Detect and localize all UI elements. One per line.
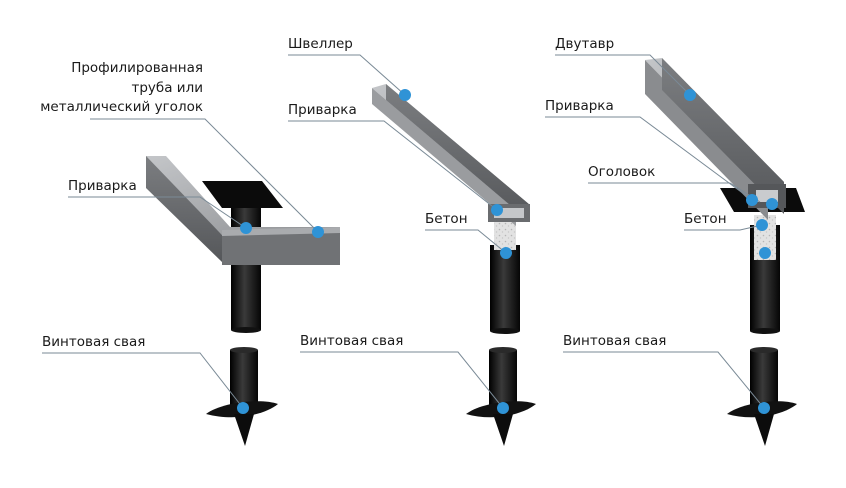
leader-right-weld [545, 116, 753, 201]
label-middle-concrete: Бетон [425, 211, 468, 227]
label-middle-pile: Винтовая свая [300, 333, 404, 349]
left-beam-side-rear [146, 156, 222, 262]
leader-channel [288, 54, 406, 96]
middle-channel-end-inner [494, 208, 524, 218]
leader-right-concrete [684, 224, 763, 231]
label-profile-line3: металлический уголок [40, 99, 203, 115]
label-left-pile: Винтовая свая [42, 334, 146, 350]
leader-middle-concrete [425, 229, 507, 254]
label-profile-line2: труба или [131, 80, 204, 96]
middle-channel-web [372, 88, 516, 226]
label-left-weld: Приварка [68, 178, 137, 194]
left-pile-shaft-bottom [231, 327, 261, 333]
leader-left-pile [42, 352, 244, 409]
left-beam-front [222, 231, 340, 265]
dot-right-weld [746, 194, 758, 206]
leader-lines [42, 54, 765, 409]
middle-assembly [372, 84, 536, 446]
middle-screw-tip [493, 414, 513, 446]
middle-screw-pile-body [489, 350, 517, 410]
dot-channel [399, 89, 411, 101]
leader-middle-weld [288, 120, 498, 211]
leader-right-pile [563, 351, 765, 409]
right-assembly [645, 58, 805, 446]
dot-ibeam [684, 89, 696, 101]
right-screw-tip [754, 414, 774, 446]
left-screw-pile-top [230, 347, 258, 353]
left-screw-pile-body [230, 350, 258, 410]
leader-profile [90, 118, 319, 233]
middle-screw-pile-top [489, 347, 517, 353]
dot-left-weld [240, 222, 252, 234]
label-ibeam: Двутавр [555, 36, 615, 52]
dot-middle-pile [497, 402, 509, 414]
left-head-plate [202, 181, 283, 208]
right-screw-pile-top [750, 347, 778, 353]
right-pile-shaft-bottom [750, 328, 780, 334]
leader-left-weld [68, 196, 247, 229]
dot-profile [312, 226, 324, 238]
right-screw-pile-body [750, 350, 778, 410]
label-middle-weld: Приварка [288, 102, 357, 118]
middle-pile-shaft [490, 245, 520, 331]
middle-pile-shaft-bottom [490, 328, 520, 334]
label-right-pile: Винтовая свая [563, 333, 667, 349]
label-right-weld: Приварка [545, 98, 614, 114]
leader-ibeam [555, 54, 691, 96]
left-assembly [146, 156, 340, 446]
label-channel: Швеллер [288, 36, 353, 52]
dot-right-pile [758, 402, 770, 414]
label-right-concrete: Бетон [684, 211, 727, 227]
leader-middle-pile [300, 351, 504, 409]
left-screw-tip [234, 414, 254, 446]
label-profile-line1: Профилированная [71, 60, 203, 76]
dot-cap [766, 198, 778, 210]
dot-left-pile [237, 402, 249, 414]
dot-right-concrete [759, 247, 771, 259]
marker-dots [237, 89, 778, 414]
dot-middle-weld [491, 204, 503, 216]
middle-channel-flange [386, 84, 530, 222]
dot-right-concrete-top [756, 219, 768, 231]
dot-middle-concrete [500, 247, 512, 259]
label-cap: Оголовок [588, 164, 656, 180]
